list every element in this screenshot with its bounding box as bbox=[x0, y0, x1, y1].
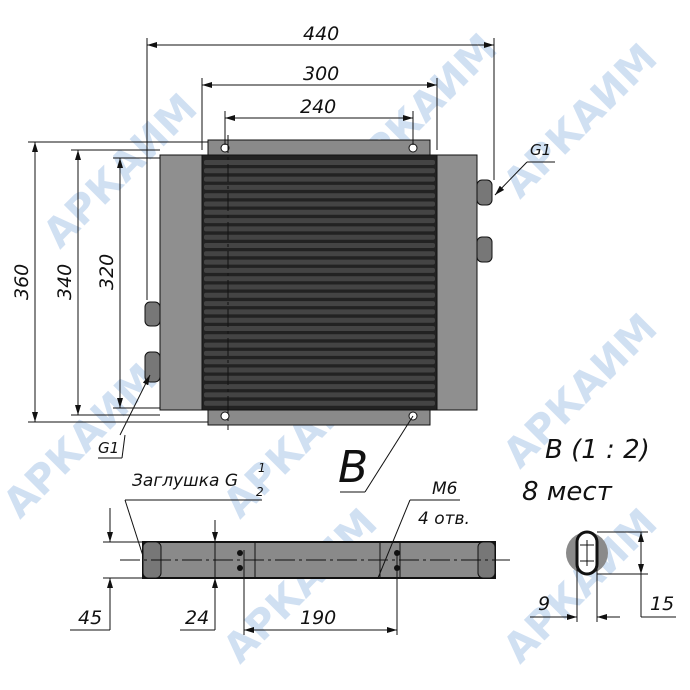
fin bbox=[204, 234, 435, 240]
front-view bbox=[144, 135, 493, 430]
watermark-text: АРКАИМ bbox=[0, 355, 167, 527]
fin bbox=[204, 317, 435, 323]
plug-label: Заглушка G bbox=[132, 471, 238, 491]
port-right-upper bbox=[476, 179, 493, 206]
fin bbox=[204, 193, 435, 199]
fin bbox=[204, 400, 435, 406]
fin bbox=[204, 267, 435, 273]
dim-320: 320 bbox=[96, 254, 118, 290]
slot-detail bbox=[530, 530, 676, 622]
fin bbox=[204, 168, 435, 174]
fin bbox=[204, 276, 435, 282]
watermark-text: АРКАИМ bbox=[215, 500, 387, 672]
fin bbox=[204, 326, 435, 331]
fin bbox=[204, 334, 435, 340]
fin bbox=[204, 201, 435, 207]
view-mark-b: B bbox=[338, 442, 368, 493]
detail-title: B (1 : 2) bbox=[545, 435, 650, 465]
dim-190: 190 bbox=[300, 607, 336, 629]
fin bbox=[204, 218, 435, 224]
dim-360: 360 bbox=[11, 264, 33, 300]
dim-340: 340 bbox=[54, 264, 76, 300]
port-left-lower bbox=[144, 351, 161, 383]
fin bbox=[204, 176, 435, 182]
fin bbox=[204, 392, 435, 398]
fin bbox=[204, 359, 435, 365]
label-g1-left: G1 bbox=[98, 439, 119, 457]
thread-label: M6 bbox=[432, 479, 458, 499]
watermark-text: АРКАИМ bbox=[495, 35, 667, 207]
fin bbox=[204, 301, 435, 307]
fin bbox=[204, 309, 435, 315]
plug-fraction-den: 2 bbox=[256, 485, 264, 499]
dim-300: 300 bbox=[303, 63, 339, 85]
bottom-view bbox=[70, 499, 510, 635]
fin bbox=[204, 375, 435, 381]
fin bbox=[204, 259, 435, 265]
fin bbox=[204, 284, 435, 290]
dim-24: 24 bbox=[185, 607, 209, 629]
fin bbox=[204, 367, 435, 373]
label-g1-right: G1 bbox=[530, 141, 551, 159]
port-right-lower bbox=[476, 236, 493, 263]
fin bbox=[204, 209, 435, 215]
dim-240: 240 bbox=[300, 96, 336, 118]
fin bbox=[204, 350, 435, 356]
detail-count: 8 мест bbox=[522, 477, 613, 507]
port-left-upper bbox=[144, 301, 161, 327]
holes-label: 4 отв. bbox=[418, 509, 470, 529]
fin bbox=[204, 292, 435, 298]
dim-9: 9 bbox=[538, 593, 550, 615]
dim-45: 45 bbox=[78, 607, 102, 629]
fin bbox=[204, 184, 435, 190]
fin bbox=[204, 160, 435, 165]
fin bbox=[204, 342, 435, 348]
fin bbox=[204, 226, 435, 232]
dim-440: 440 bbox=[303, 23, 339, 45]
fin bbox=[204, 384, 435, 390]
fin bbox=[204, 251, 435, 257]
dim-15: 15 bbox=[650, 593, 674, 615]
plug-fraction-num: 1 bbox=[258, 461, 266, 475]
fin bbox=[204, 243, 435, 248]
